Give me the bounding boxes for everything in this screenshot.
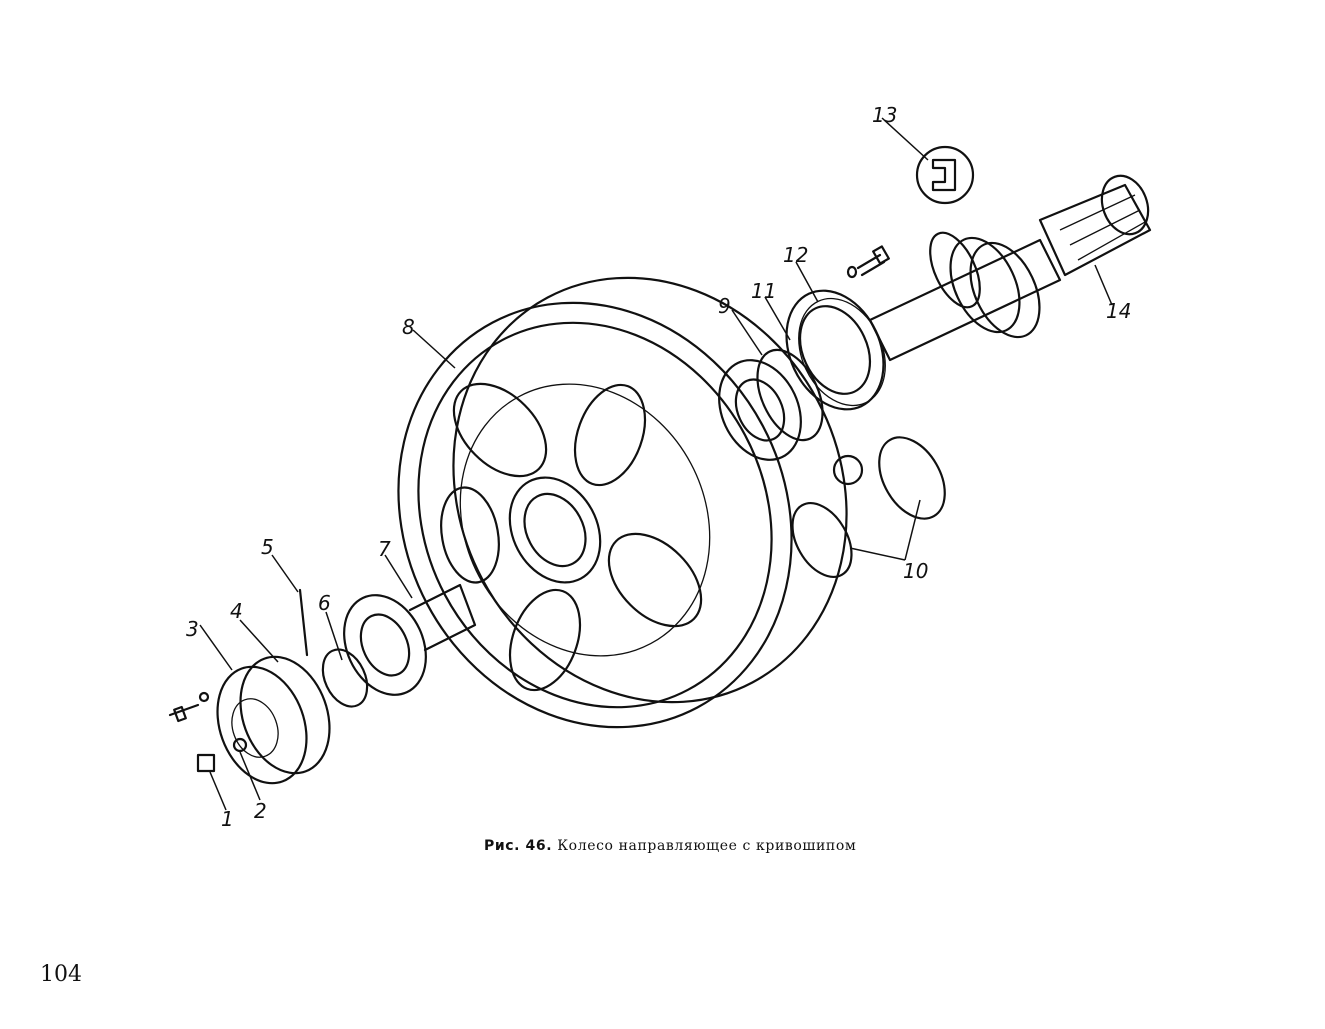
callout-3: 3 xyxy=(186,617,199,641)
seal-detail-circle xyxy=(915,145,975,205)
callout-labels: 1 2 3 4 5 6 7 8 9 10 11 12 13 14 xyxy=(186,103,1131,831)
inner-bearing xyxy=(718,348,824,461)
callout-5: 5 xyxy=(261,535,274,559)
leader-lines xyxy=(199,117,1113,811)
cap-bolts xyxy=(168,691,216,773)
callout-8: 8 xyxy=(402,315,415,339)
callout-11: 11 xyxy=(751,279,776,303)
o-rings xyxy=(791,436,946,578)
callout-9: 9 xyxy=(718,294,731,318)
callout-10: 10 xyxy=(903,559,928,583)
cover-bolt xyxy=(846,245,890,279)
lock-pin xyxy=(298,588,309,657)
bearing-cover xyxy=(785,289,886,411)
caption-prefix: Рис. 46. xyxy=(484,838,553,854)
callout-1: 1 xyxy=(221,807,234,831)
callout-6: 6 xyxy=(318,591,331,615)
figure-caption: Рис. 46. Колесо направляющее с кривошипо… xyxy=(484,838,856,854)
caption-title: Колесо направляющее с кривошипом xyxy=(557,838,857,854)
callout-4: 4 xyxy=(230,599,243,623)
callout-2: 2 xyxy=(254,799,267,823)
page-number: 104 xyxy=(40,962,82,987)
callout-13: 13 xyxy=(872,103,897,127)
outer-bearing xyxy=(321,583,477,708)
callout-14: 14 xyxy=(1106,299,1131,323)
callout-7: 7 xyxy=(378,537,391,561)
callout-12: 12 xyxy=(783,243,808,267)
hub-cap xyxy=(216,655,331,785)
idler-wheel xyxy=(397,276,848,729)
crank-shaft xyxy=(868,174,1152,362)
